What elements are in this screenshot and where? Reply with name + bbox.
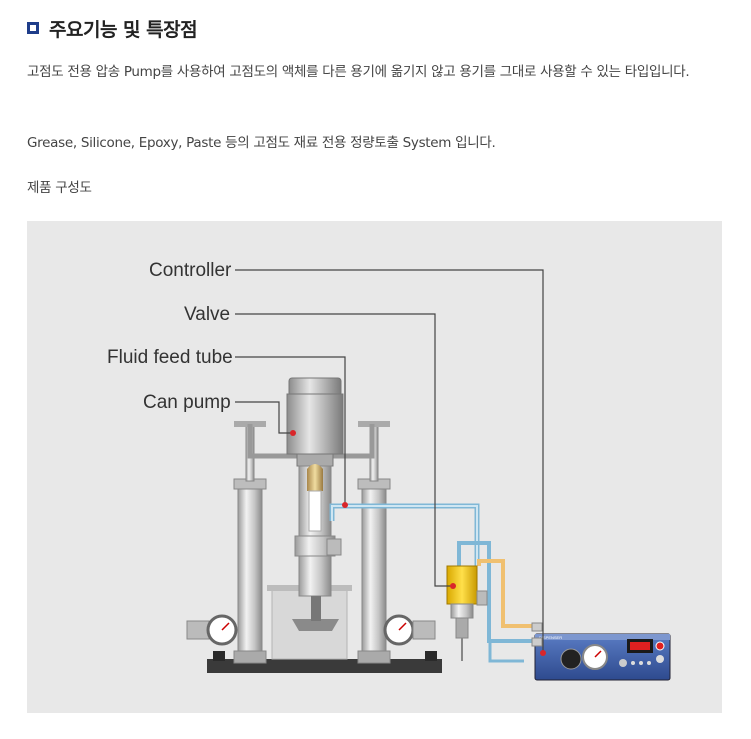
air-tube-orange (477, 559, 532, 628)
leader-lines (235, 269, 544, 653)
controller-label: Controller (149, 260, 232, 281)
square-bullet-icon (27, 22, 39, 34)
pressure-knob (560, 648, 582, 670)
description-paragraph-1: 고점도 전용 압송 Pump를 사용하여 고점도의 액체를 다른 용기에 옮기지… (27, 64, 690, 80)
dispense-valve (446, 565, 488, 661)
product-configuration-label: 제품 구성도 (27, 180, 92, 196)
section-heading: 주요기능 및 특장점 (27, 14, 198, 42)
dispenser-controller: DISPENSER (531, 622, 671, 681)
can-pump-label: Can pump (143, 392, 231, 413)
pump-motor (286, 377, 344, 631)
label-markers (290, 430, 546, 656)
air-tube-blue (457, 541, 532, 643)
valve-label: Valve (184, 304, 230, 325)
diagram-svg: Controller Valve Fluid feed tube Can pum… (107, 260, 671, 681)
right-pressure-gauge (383, 614, 436, 646)
left-pressure-gauge (186, 614, 238, 646)
fluid-feed-tube (329, 503, 480, 566)
controller-panel-text: DISPENSER (539, 635, 562, 640)
description-paragraph-2: Grease, Silicone, Epoxy, Paste 등의 고점도 재료… (27, 135, 496, 151)
section-title: 주요기능 및 특장점 (49, 18, 198, 41)
fluid-feed-tube-label: Fluid feed tube (107, 347, 233, 368)
product-configuration-diagram: Controller Valve Fluid feed tube Can pum… (27, 221, 722, 713)
